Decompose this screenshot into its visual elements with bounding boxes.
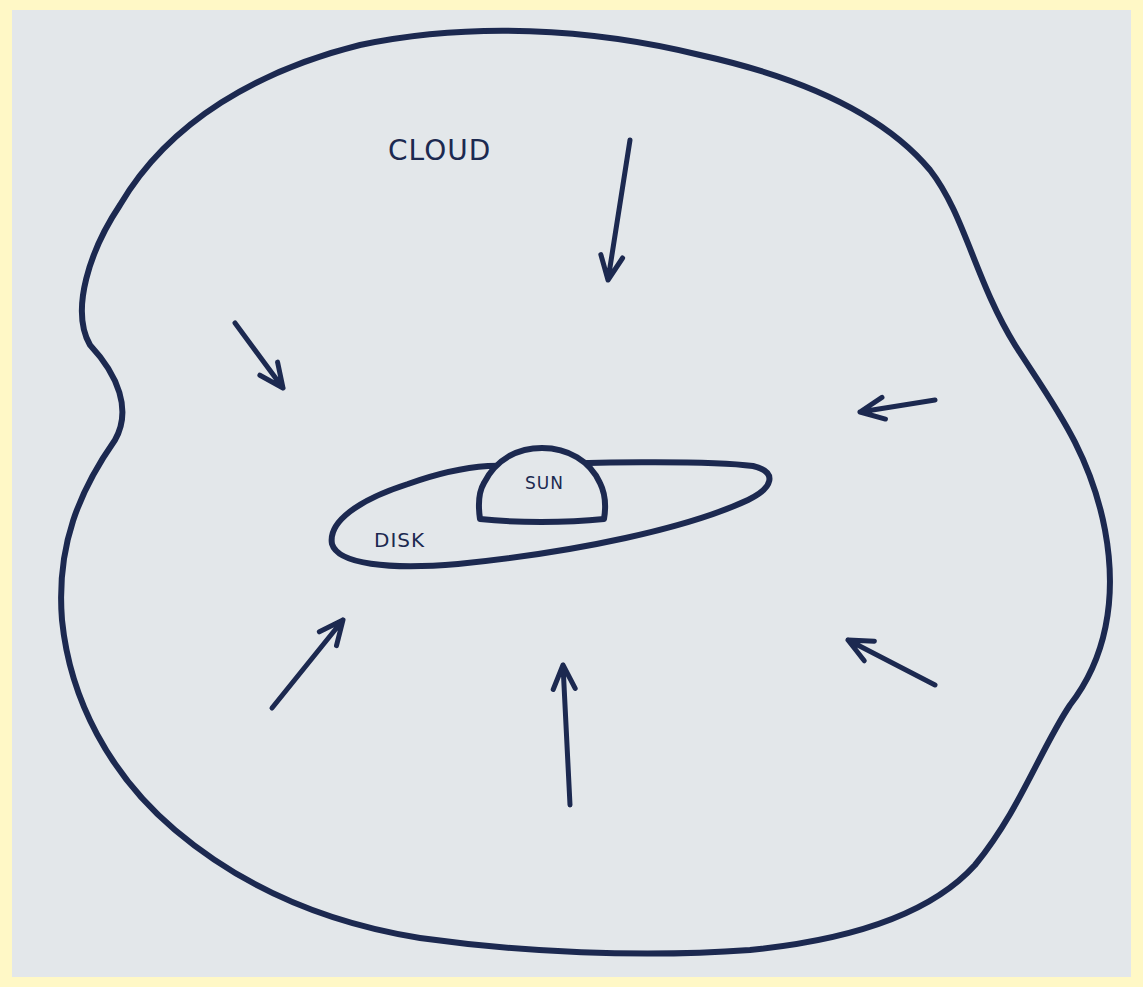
cloud-label: CLOUD: [388, 134, 491, 167]
sun-label: SUN: [525, 473, 564, 493]
arrow-line: [848, 640, 935, 685]
disk-ellipse: DISK SUN: [328, 460, 773, 572]
disk-label: DISK: [374, 528, 425, 552]
arrow-line: [860, 397, 935, 419]
sun-dome: SUN: [476, 445, 608, 523]
arrow-line: [272, 620, 343, 708]
arrow-line: [235, 323, 283, 388]
arrow-line: [553, 665, 575, 805]
arrow-line: [601, 140, 630, 280]
